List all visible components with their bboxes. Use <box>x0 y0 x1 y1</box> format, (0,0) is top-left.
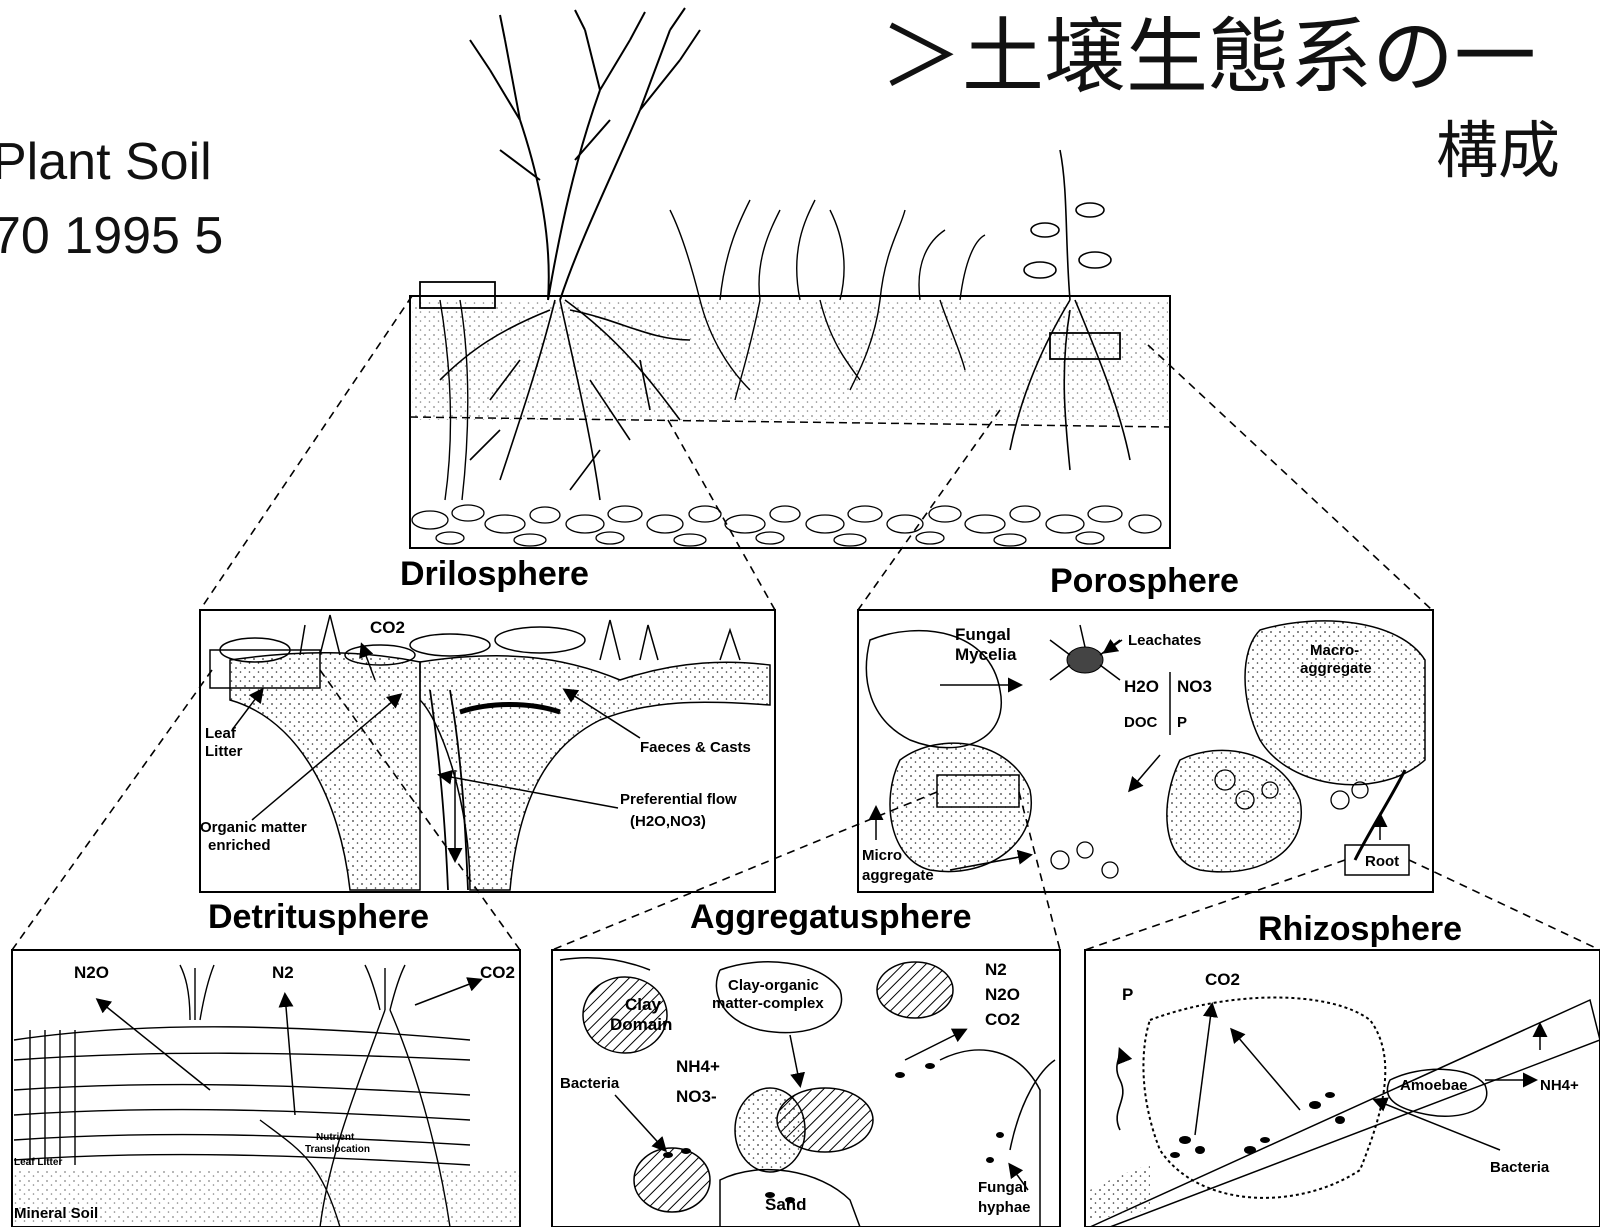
aggregat-clay-label-2: Domain <box>610 1015 672 1034</box>
drilo-pref-flow-label-1: Preferential flow <box>620 791 737 808</box>
drilo-organic-label-2: enriched <box>208 837 271 854</box>
poro-fungal-label-1: Fungal <box>955 625 1011 644</box>
detritus-mineral-soil-label: Mineral Soil <box>14 1205 98 1222</box>
drilo-co2-label: CO2 <box>370 618 405 637</box>
drilosphere-label: Drilosphere <box>400 555 589 593</box>
rhizo-nh4-label: NH4+ <box>1540 1077 1579 1094</box>
aggregat-fungal-label-1: Fungal <box>978 1179 1027 1196</box>
aggregat-co2-label: CO2 <box>985 1010 1020 1029</box>
drilo-leaf-label-1: Leaf <box>205 725 237 742</box>
poro-micro-label-1: Micro <box>862 847 902 864</box>
detritus-co2-label: CO2 <box>480 963 515 982</box>
poro-macro-label-1: Macro- <box>1310 642 1359 659</box>
aggregat-sand-label: Sand <box>765 1195 807 1214</box>
poro-h2o-label: H2O <box>1124 677 1159 696</box>
poro-macro-label-2: aggregate <box>1300 660 1372 677</box>
rhizo-co2-label: CO2 <box>1205 970 1240 989</box>
tree-illustration <box>470 8 700 300</box>
detritus-n2-label: N2 <box>272 963 294 982</box>
poro-fungal-label-2: Mycelia <box>955 645 1017 664</box>
poro-leachates-label: Leachates <box>1128 632 1201 649</box>
poro-p-label: P <box>1177 714 1187 731</box>
rhizo-bacteria-label: Bacteria <box>1490 1159 1550 1176</box>
aggregat-clay-label-1: Clay <box>625 995 661 1014</box>
rhizo-p-label: P <box>1122 985 1133 1004</box>
drilo-pref-flow-label-2: (H2O,NO3) <box>630 813 706 830</box>
poro-doc-label: DOC <box>1124 714 1158 731</box>
detritusphere-panel: N2O N2 CO2 Leaf Litter Nutrient Transloc… <box>12 950 520 1227</box>
poro-no3-label: NO3 <box>1177 677 1212 696</box>
porosphere-panel: Fungal Mycelia Leachates H2O NO3 DOC P M… <box>858 610 1433 892</box>
rhizosphere-panel: P CO2 Amoebae NH4+ Bacteria <box>1085 950 1600 1227</box>
detritusphere-label: Detritusphere <box>208 898 429 936</box>
aggregatusphere-panel: Clay Domain Clay-organic matter-complex … <box>552 950 1060 1227</box>
detritus-n2o-label: N2O <box>74 963 109 982</box>
drilo-faeces-label: Faeces & Casts <box>640 739 751 756</box>
aggregat-com-label-2: matter-complex <box>712 995 824 1012</box>
aggregat-no3-label: NO3- <box>676 1087 717 1106</box>
aggregat-nh4-label: NH4+ <box>676 1057 720 1076</box>
detritus-leaf-litter-label: Leaf Litter <box>14 1157 62 1168</box>
detritus-nutrient-label-1: Nutrient <box>316 1132 355 1143</box>
aggregat-fungal-label-2: hyphae <box>978 1199 1031 1216</box>
aggregat-bacteria-label: Bacteria <box>560 1075 620 1092</box>
detritus-nutrient-label-2: Translocation <box>305 1144 370 1155</box>
poro-root-label: Root <box>1365 853 1399 870</box>
poro-micro-label-2: aggregate <box>862 867 934 884</box>
aggregatusphere-label: Aggregatusphere <box>690 898 972 936</box>
soil-profile-illustration <box>410 8 1170 548</box>
porosphere-label: Porosphere <box>1050 562 1239 600</box>
aggregat-n2-label: N2 <box>985 960 1007 979</box>
aggregat-n2o-label: N2O <box>985 985 1020 1004</box>
aggregat-com-label-1: Clay-organic <box>728 977 819 994</box>
rhizosphere-label: Rhizosphere <box>1258 910 1462 948</box>
drilo-leaf-label-2: Litter <box>205 743 243 760</box>
rhizo-amoebae-label: Amoebae <box>1400 1077 1468 1094</box>
drilosphere-panel: CO2 Leaf Litter Faeces & Casts Preferent… <box>200 610 775 892</box>
drilo-organic-label-1: Organic matter <box>200 819 307 836</box>
